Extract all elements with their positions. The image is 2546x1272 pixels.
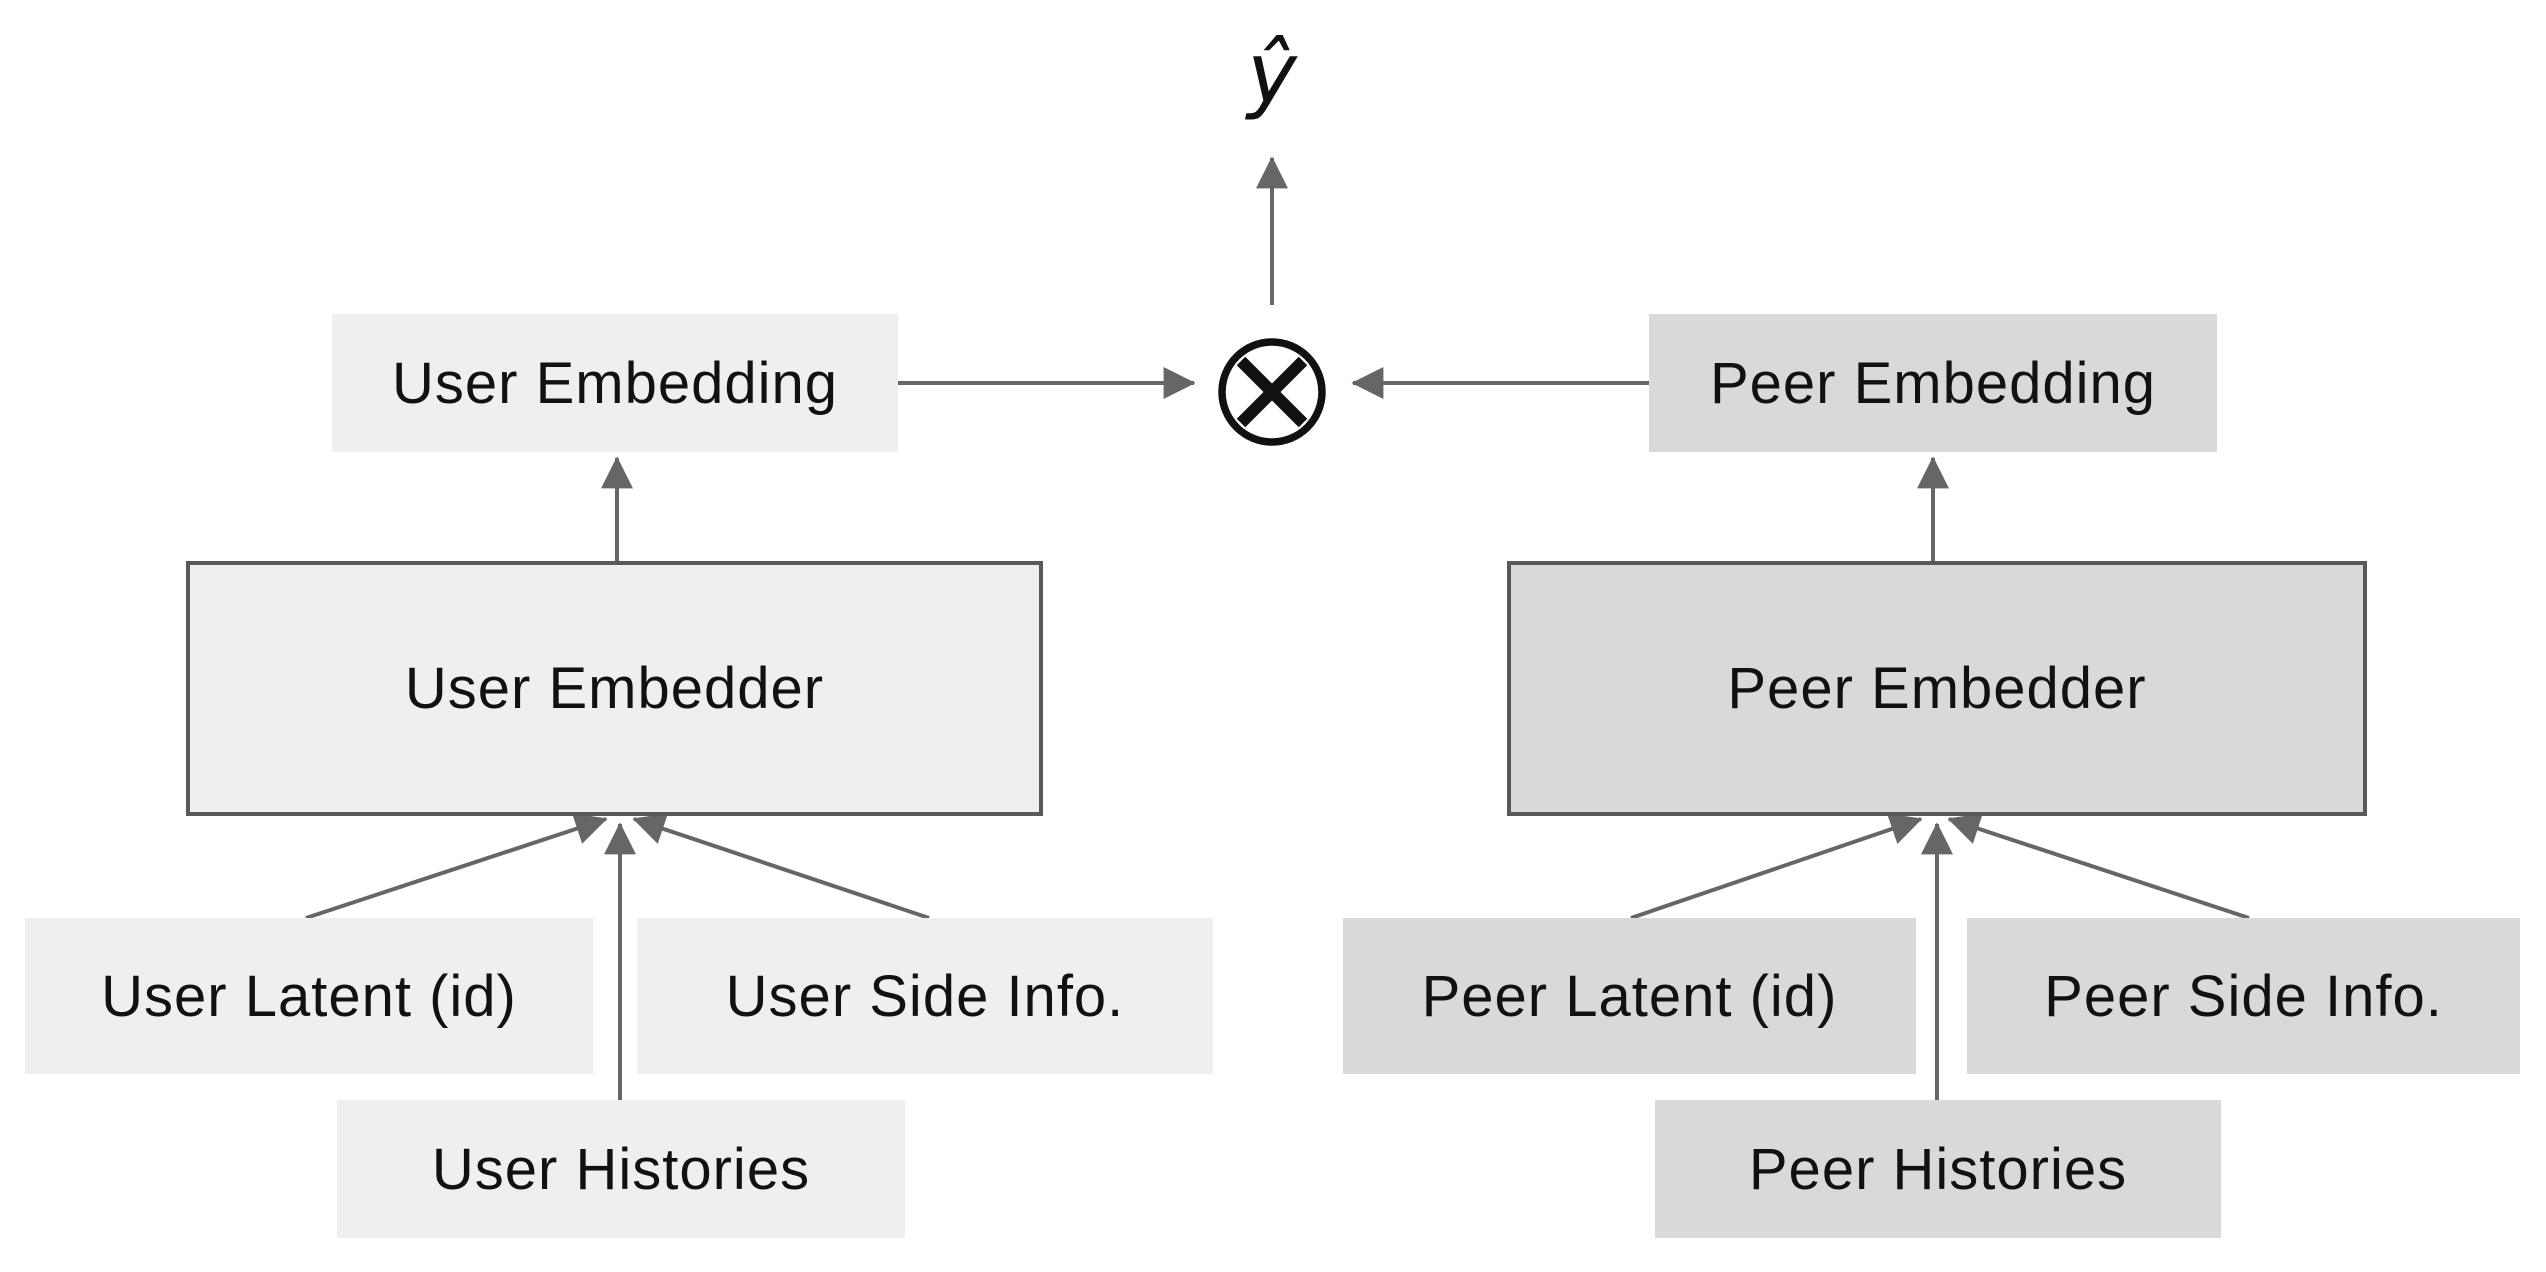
peer-latent-label: Peer Latent (id) <box>1421 963 1838 1029</box>
arrow-user-side-info-to-embedder <box>632 813 930 920</box>
arrow-peer-latent-to-embedder <box>1630 813 1923 920</box>
peer-side-info-box: Peer Side Info. <box>1967 918 2520 1074</box>
peer-embedder-label: Peer Embedder <box>1727 656 2147 721</box>
peer-embedding-box: Peer Embedding <box>1649 314 2217 452</box>
user-latent-label: User Latent (id) <box>101 963 517 1029</box>
user-side-info-label: User Side Info. <box>725 963 1125 1029</box>
arrow-user-latent-to-embedder <box>305 813 608 920</box>
peer-histories-box: Peer Histories <box>1655 1100 2221 1238</box>
user-histories-label: User Histories <box>431 1136 811 1202</box>
peer-side-info-label: Peer Side Info. <box>2044 963 2443 1029</box>
user-embedding-box: User Embedding <box>332 314 898 452</box>
user-side-info-box: User Side Info. <box>637 918 1213 1074</box>
yhat-label: ŷ <box>1247 24 1297 122</box>
peer-embedder-box: Peer Embedder <box>1507 561 2367 816</box>
user-histories-box: User Histories <box>337 1100 905 1238</box>
user-embedding-label: User Embedding <box>392 350 838 416</box>
user-latent-box: User Latent (id) <box>25 918 593 1074</box>
circled-times-icon <box>1218 338 1326 446</box>
peer-embedding-label: Peer Embedding <box>1709 350 2157 416</box>
user-embedder-box: User Embedder <box>186 561 1043 816</box>
arrow-peer-side-info-to-embedder <box>1947 813 2250 920</box>
peer-histories-label: Peer Histories <box>1748 1136 2128 1202</box>
user-embedder-label: User Embedder <box>404 656 825 721</box>
peer-latent-box: Peer Latent (id) <box>1343 918 1916 1074</box>
